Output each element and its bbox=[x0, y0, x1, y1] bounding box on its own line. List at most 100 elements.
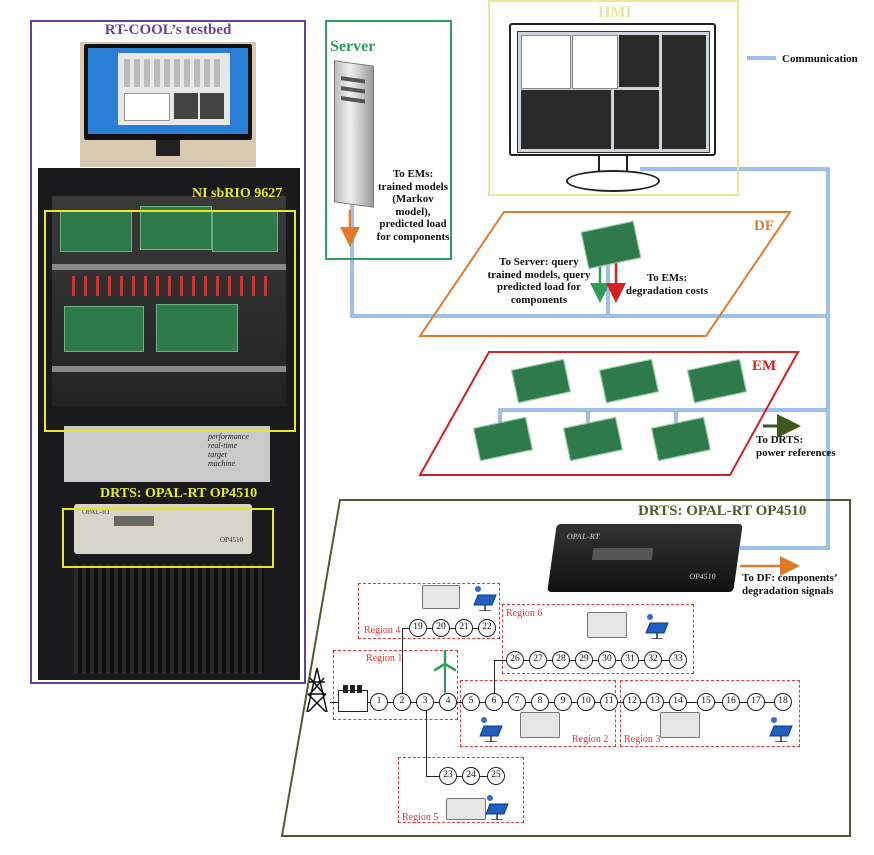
cable-bundle bbox=[74, 564, 264, 674]
branch-6-26-line bbox=[494, 660, 496, 702]
bus-node: 14 bbox=[669, 693, 687, 711]
drts-device-ports bbox=[591, 548, 654, 560]
region-3-box bbox=[620, 680, 800, 747]
hmi-title: HMI bbox=[598, 4, 632, 21]
df-left-note-line-3: predicted load for bbox=[496, 281, 582, 293]
transformer-bushing-1 bbox=[343, 685, 348, 693]
bus-node: 30 bbox=[598, 651, 616, 669]
branch-2-19-line bbox=[402, 628, 404, 702]
solar-panel-icon bbox=[478, 716, 504, 743]
gui-plot-1 bbox=[174, 93, 198, 119]
server-note-line-2: trained models bbox=[378, 180, 448, 193]
server-drive-1 bbox=[341, 76, 365, 84]
hmi-panel-plots-3 bbox=[521, 90, 611, 149]
sbrio-board-1 bbox=[60, 210, 132, 252]
bus-node: 25 bbox=[487, 767, 505, 785]
bus-node: 9 bbox=[554, 693, 572, 711]
sbrio-highlight-box bbox=[44, 210, 296, 432]
monitor-screen bbox=[88, 48, 248, 134]
bus-node: 16 bbox=[722, 693, 740, 711]
region-2-box bbox=[460, 680, 616, 747]
bus-node: 32 bbox=[644, 651, 662, 669]
target-text-line-1: performance bbox=[208, 432, 249, 441]
solar-panel-icon bbox=[644, 613, 670, 640]
drts-parallelogram bbox=[280, 499, 851, 837]
legend-communication-label: Communication bbox=[782, 53, 858, 65]
bus-node: 20 bbox=[432, 619, 450, 637]
df-left-note-line-2: trained models, query bbox=[487, 268, 591, 281]
photo-device-ports bbox=[114, 516, 154, 526]
bus-node: 5 bbox=[462, 693, 480, 711]
bus-node: 11 bbox=[600, 693, 618, 711]
target-machine-panel: performance real-time target machine bbox=[64, 426, 270, 482]
gui-table bbox=[124, 93, 170, 121]
hmi-panel-plots-2 bbox=[662, 35, 706, 149]
bus-node: 2 bbox=[393, 693, 411, 711]
region-1-box bbox=[333, 650, 458, 720]
drts-highlight-box bbox=[62, 508, 274, 568]
solar-panel-icon bbox=[768, 716, 794, 743]
hmi-monitor-base bbox=[566, 170, 660, 192]
diesel-generator-icon bbox=[520, 712, 560, 738]
gui-plot-2 bbox=[200, 93, 224, 119]
region-6-label: Region 6 bbox=[506, 608, 543, 619]
sbrio-board-4 bbox=[64, 306, 144, 352]
server-note-line-1: To EMs: bbox=[392, 168, 434, 180]
bus-node: 6 bbox=[485, 693, 503, 711]
region-4-box bbox=[358, 583, 500, 639]
em-title: EM bbox=[752, 358, 777, 374]
photo-device-model: OP4510 bbox=[220, 536, 243, 544]
comm-em-branch bbox=[498, 408, 828, 425]
solar-panel-icon bbox=[472, 585, 498, 612]
df-left-note: To Server: query trained models, query p… bbox=[478, 256, 600, 306]
sbrio-board-5 bbox=[156, 304, 238, 352]
region-5-box bbox=[398, 757, 524, 823]
drts-arrow-note-line-2: degradation signals bbox=[742, 584, 834, 597]
bus-node: 12 bbox=[623, 693, 641, 711]
bus-node: 29 bbox=[575, 651, 593, 669]
drts-arrow-note: To DF: components’ degradation signals bbox=[742, 572, 838, 597]
hmi-monitor-neck bbox=[598, 156, 628, 172]
bus-node: 28 bbox=[552, 651, 570, 669]
branch-3-23-line bbox=[426, 702, 428, 776]
bus-node: 17 bbox=[747, 693, 765, 711]
monitor-gui-window bbox=[118, 53, 230, 125]
df-left-note-line-4: components bbox=[510, 293, 568, 306]
df-right-note-line-1: To EMs: bbox=[646, 272, 688, 284]
bus-node: 24 bbox=[462, 767, 480, 785]
server-drive-3 bbox=[341, 96, 365, 104]
bus-node: 31 bbox=[621, 651, 639, 669]
region-5-label: Region 5 bbox=[402, 812, 439, 823]
drts-photo-label: DRTS: OPAL-RT OP4510 bbox=[100, 486, 258, 501]
drts-arrow-note-line-1: To DF: components’ bbox=[742, 572, 838, 584]
df-parallelogram bbox=[418, 211, 792, 337]
drts-device: OPAL-RT OP4510 bbox=[547, 524, 743, 592]
shelf-1 bbox=[52, 264, 286, 270]
monitor-stand bbox=[156, 140, 180, 156]
op4510-unit-photo: OPAL-RT OP4510 bbox=[74, 504, 252, 554]
server-note-line-4: model), bbox=[395, 205, 431, 218]
region-4-label: Region 4 bbox=[364, 625, 401, 636]
cables bbox=[72, 276, 272, 296]
server-frame bbox=[325, 20, 452, 260]
bus-node: 26 bbox=[506, 651, 524, 669]
bus-node: 7 bbox=[508, 693, 526, 711]
bus-node: 4 bbox=[439, 693, 457, 711]
diesel-generator-icon bbox=[422, 585, 460, 609]
em-parallelogram bbox=[418, 351, 800, 476]
substation-transformer-icon bbox=[338, 685, 368, 712]
region-6-box bbox=[502, 604, 694, 674]
hmi-monitor bbox=[509, 23, 716, 156]
df-title: DF bbox=[754, 218, 774, 234]
server-note: To EMs: trained models (Markov model), p… bbox=[372, 168, 454, 243]
transmission-tower-icon bbox=[304, 667, 330, 713]
server-tower bbox=[334, 60, 374, 208]
monitor bbox=[84, 44, 252, 140]
region-1-label: Region 1 bbox=[366, 653, 403, 664]
sbrio-label: NI sbRIO 9627 bbox=[192, 186, 283, 201]
bus-node: 8 bbox=[531, 693, 549, 711]
bus-node: 18 bbox=[774, 693, 792, 711]
target-machine-text: performance real-time target machine bbox=[208, 432, 268, 468]
server-note-line-6: for components bbox=[376, 230, 450, 243]
wind-turbine-icon bbox=[433, 648, 457, 694]
